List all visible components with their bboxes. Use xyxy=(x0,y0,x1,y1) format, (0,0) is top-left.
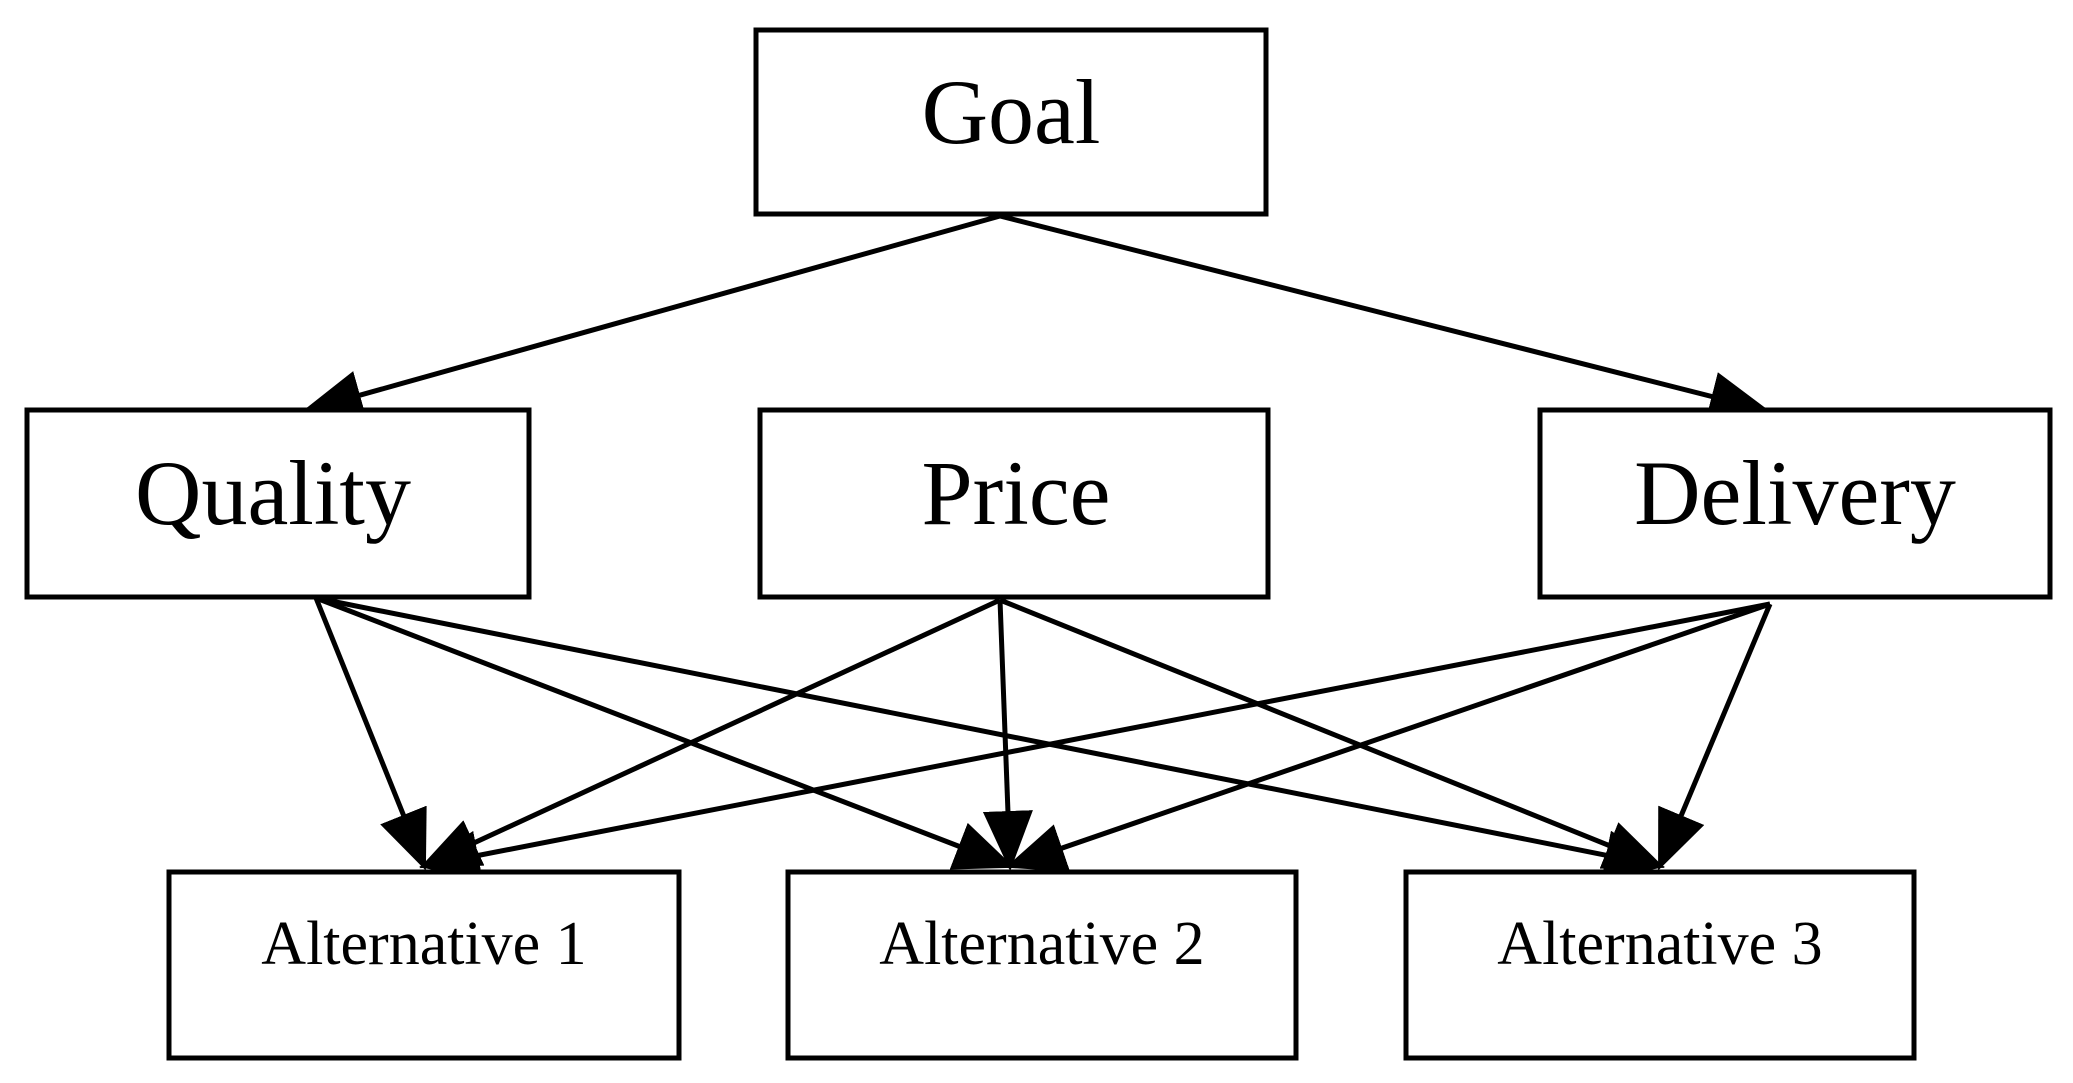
node-alternative-3-label: Alternative 3 xyxy=(1497,910,1822,978)
node-alternative-1-label: Alternative 1 xyxy=(261,910,586,978)
node-alternative-2-box xyxy=(785,869,1299,1061)
node-goal: Goal xyxy=(753,27,1269,217)
node-alternative-3-box xyxy=(1403,869,1917,1061)
node-quality-box xyxy=(24,407,532,600)
edge-delivery-to-alt2 xyxy=(1005,601,1771,872)
edge-price-to-alt1 xyxy=(419,597,1002,869)
node-quality: Quality xyxy=(24,407,532,600)
edge-goal-to-quality xyxy=(302,213,1001,420)
edge-price-to-alt3 xyxy=(999,597,1665,869)
node-price-label: Price xyxy=(921,442,1110,544)
edge-delivery-to-alt1 xyxy=(419,601,1771,881)
edge-quality-to-alt2 xyxy=(315,595,1015,870)
edge-quality-to-alt1 xyxy=(313,597,427,871)
edge-quality-to-alt3 xyxy=(315,595,1665,880)
node-goal-label: Goal xyxy=(922,61,1101,163)
node-delivery-box xyxy=(1537,407,2053,600)
node-alternative-3: Alternative 3 xyxy=(1403,869,1917,1061)
node-alternative-1-box xyxy=(166,869,682,1061)
node-alternative-2-label: Alternative 2 xyxy=(879,910,1204,978)
node-quality-label: Quality xyxy=(135,442,411,544)
node-price-box xyxy=(757,407,1271,600)
node-goal-box xyxy=(753,27,1269,217)
edge-delivery-to-alt3 xyxy=(1657,603,1773,871)
node-alternative-2: Alternative 2 xyxy=(785,869,1299,1061)
node-delivery: Delivery xyxy=(1537,407,2053,600)
node-delivery-label: Delivery xyxy=(1634,442,1956,544)
node-price: Price xyxy=(757,407,1271,600)
node-alternative-1: Alternative 1 xyxy=(166,869,682,1061)
edge-price-to-alt2 xyxy=(982,599,1033,871)
edge-goal-to-delivery xyxy=(999,213,1770,421)
edge-layer xyxy=(302,213,1773,881)
